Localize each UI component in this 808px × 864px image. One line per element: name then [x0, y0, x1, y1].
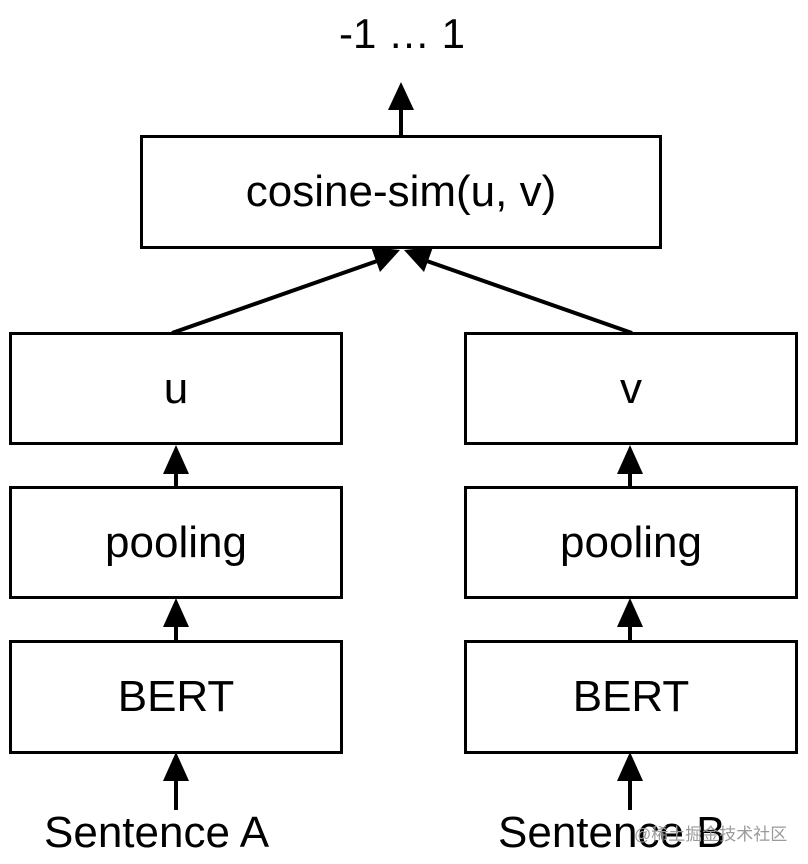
watermark: @稀土掘金技术社区	[634, 825, 788, 844]
embedding-box-u: u	[9, 332, 343, 445]
cosine-sim-label: cosine-sim(u, v)	[245, 167, 557, 216]
pooling-label-left: pooling	[105, 517, 247, 567]
arrowhead-u-to-cosine	[371, 247, 400, 272]
bert-label-right: BERT	[572, 672, 690, 721]
sentence-b-label: Sentence B	[498, 808, 726, 857]
arrowhead-v	[617, 445, 643, 474]
pooling-box-right: pooling	[464, 486, 798, 599]
arrowhead-pooling-right	[617, 598, 643, 627]
arrowhead-bert-left	[163, 752, 189, 781]
arrowhead-pooling-left	[163, 598, 189, 627]
bert-box-right: BERT	[464, 640, 798, 754]
arrowhead-bert-right	[617, 752, 643, 781]
cosine-sim-box: cosine-sim(u, v)	[140, 135, 662, 249]
embedding-label-u: u	[163, 363, 189, 413]
sentence-a-label: Sentence A	[44, 808, 270, 857]
bert-box-left: BERT	[9, 640, 343, 754]
arrowhead-u	[163, 445, 189, 474]
bert-label-left: BERT	[117, 672, 235, 721]
output-range-label: -1 … 1	[338, 10, 466, 57]
embedding-box-v: v	[464, 332, 798, 445]
arrowhead-v-to-cosine	[404, 247, 433, 272]
pooling-label-right: pooling	[560, 517, 702, 567]
arrow-u-to-cosine	[171, 258, 381, 335]
embedding-label-v: v	[620, 363, 642, 413]
arrowhead-output	[388, 82, 414, 110]
pooling-box-left: pooling	[9, 486, 343, 599]
arrow-v-to-cosine	[423, 258, 633, 335]
